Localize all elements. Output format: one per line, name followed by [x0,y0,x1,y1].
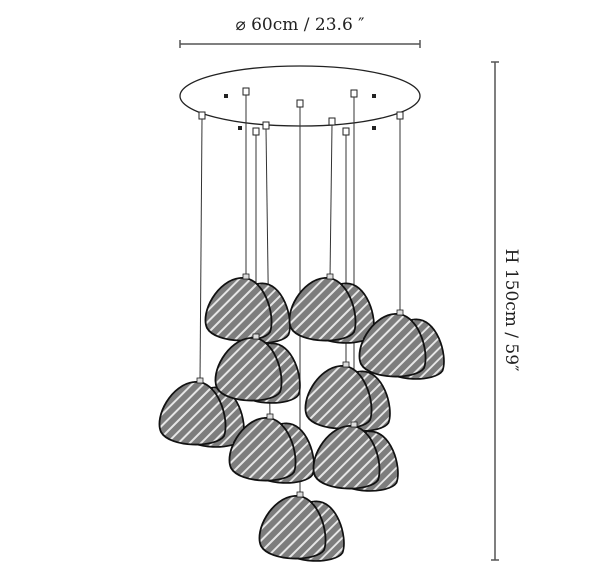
wire-anchor [296,99,304,108]
wire [329,124,333,279]
wire-anchor [242,87,250,96]
wire-anchor [198,111,206,120]
wire-anchor [396,111,404,120]
wire-anchor [328,117,336,126]
pendant-shade [258,491,345,562]
pendant-shade [312,421,399,492]
pendant-shade [288,273,375,344]
canopy-screw [372,126,376,130]
height-label: H 150cm / 59″ [501,249,521,372]
wire [199,118,203,383]
pendant-shade [204,273,291,344]
diameter-label: ⌀ 60cm / 23.6 ″ [235,15,364,35]
canopy-screw [372,94,376,98]
wire-anchor [252,127,260,136]
canopy-screw [224,94,228,98]
ceiling-canopy [179,65,421,136]
wire-anchor [262,121,270,130]
pendant-shade [214,333,301,404]
pendant-shade [158,377,245,448]
canopy-screw [238,126,242,130]
wire-anchor [350,89,358,98]
pendant-shade [358,309,445,380]
height-dimension: H 150cm / 59″ [491,61,521,561]
pendant-shades [158,273,445,562]
pendant-shade [228,413,315,484]
width-dimension: ⌀ 60cm / 23.6 ″ [179,15,421,48]
wire-anchor [342,127,350,136]
